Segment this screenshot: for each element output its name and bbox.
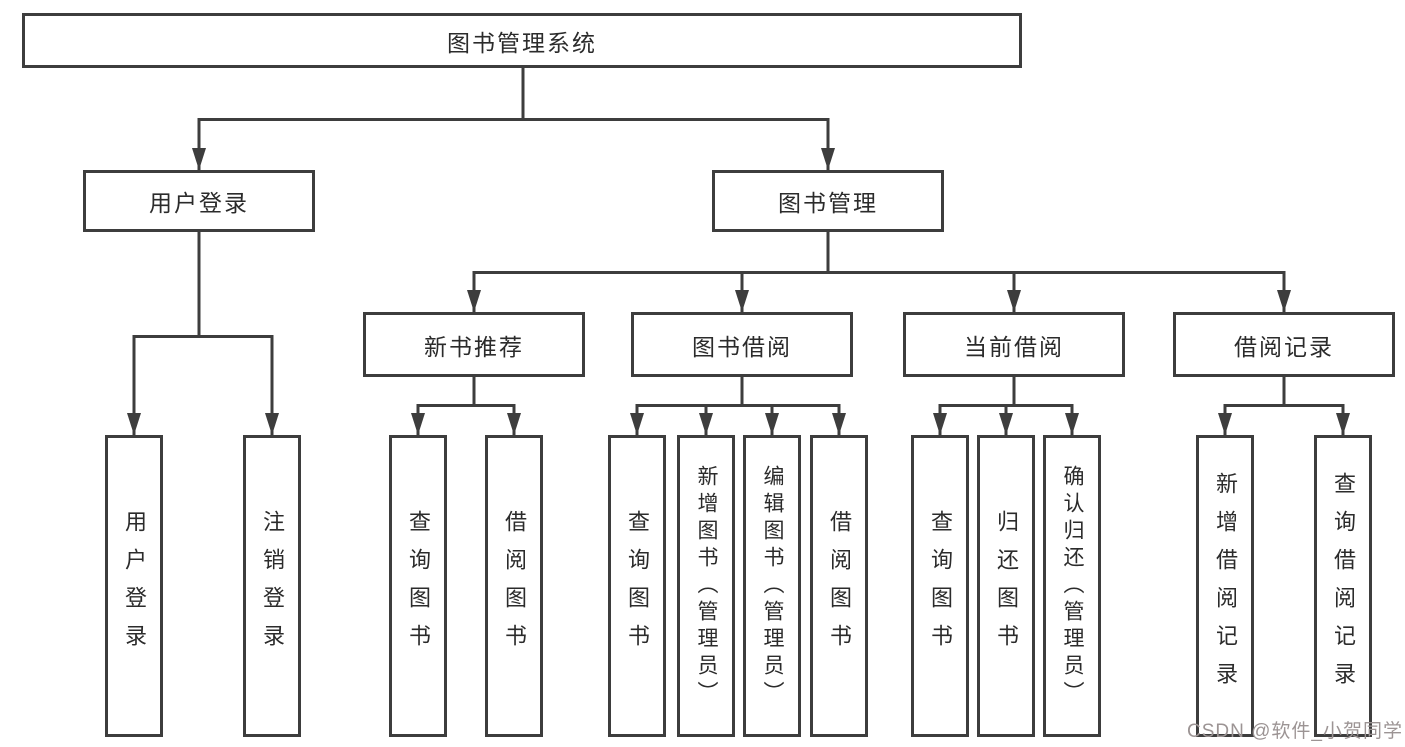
node-book-borrow: 图书借阅 <box>631 312 853 377</box>
node-leaf-user-login: 用户登录 <box>105 435 163 737</box>
node-leaf-return-books-label: 归还图书 <box>994 510 1019 662</box>
node-leaf-newbooks-borrow-books: 借阅图书 <box>485 435 543 737</box>
node-book-management: 图书管理 <box>712 170 944 232</box>
connector-book-borrow-trunk <box>637 377 839 407</box>
node-user-login: 用户登录 <box>83 170 315 232</box>
node-leaf-borrow-query-books: 查询图书 <box>608 435 666 737</box>
node-leaf-query-borrow-record: 查询借阅记录 <box>1314 435 1372 737</box>
connector-root-trunk <box>199 68 828 121</box>
node-borrow-records-label: 借阅记录 <box>1234 333 1334 360</box>
node-leaf-edit-books-admin-label: 编辑图书（管理员） <box>761 464 784 708</box>
node-leaf-edit-books-admin: 编辑图书（管理员） <box>743 435 801 737</box>
node-current-borrow-label: 当前借阅 <box>964 333 1064 360</box>
node-leaf-borrow-borrow-books: 借阅图书 <box>810 435 868 737</box>
node-leaf-newbooks-query-books-label: 查询图书 <box>406 510 431 662</box>
node-leaf-return-books: 归还图书 <box>977 435 1035 737</box>
node-leaf-user-login-label: 用户登录 <box>122 510 147 662</box>
node-leaf-logout: 注销登录 <box>243 435 301 737</box>
node-leaf-borrow-query-books-label: 查询图书 <box>625 510 650 662</box>
node-root: 图书管理系统 <box>22 13 1022 68</box>
connector-user-login-trunk <box>134 232 272 338</box>
node-leaf-current-query-books: 查询图书 <box>911 435 969 737</box>
node-leaf-logout-label: 注销登录 <box>260 510 285 662</box>
node-new-book-recommend: 新书推荐 <box>363 312 585 377</box>
node-borrow-records: 借阅记录 <box>1173 312 1395 377</box>
node-new-book-recommend-label: 新书推荐 <box>424 333 524 360</box>
node-leaf-add-borrow-record: 新增借阅记录 <box>1196 435 1254 737</box>
node-leaf-add-books-admin: 新增图书（管理员） <box>677 435 735 737</box>
node-leaf-newbooks-query-books: 查询图书 <box>389 435 447 737</box>
node-root-label: 图书管理系统 <box>447 29 597 56</box>
connector-current-borrow-trunk <box>940 377 1072 407</box>
node-leaf-newbooks-borrow-books-label: 借阅图书 <box>502 510 527 662</box>
node-leaf-confirm-return-admin-label: 确认归还（管理员） <box>1061 464 1084 708</box>
node-leaf-confirm-return-admin: 确认归还（管理员） <box>1043 435 1101 737</box>
node-leaf-query-borrow-record-label: 查询借阅记录 <box>1331 472 1356 700</box>
node-book-management-label: 图书管理 <box>778 190 878 216</box>
node-leaf-current-query-books-label: 查询图书 <box>928 510 953 662</box>
node-user-login-label: 用户登录 <box>149 190 249 216</box>
node-leaf-add-books-admin-label: 新增图书（管理员） <box>695 464 718 708</box>
connector-book-mgmt-trunk <box>474 232 1284 274</box>
connector-new-books-trunk <box>418 377 514 407</box>
watermark-text: CSDN @软件_小贺同学 <box>1187 721 1403 742</box>
node-book-borrow-label: 图书借阅 <box>692 333 792 360</box>
connector-borrow-records-trunk <box>1225 377 1343 407</box>
node-leaf-borrow-borrow-books-label: 借阅图书 <box>827 510 852 662</box>
node-current-borrow: 当前借阅 <box>903 312 1125 377</box>
node-leaf-add-borrow-record-label: 新增借阅记录 <box>1213 472 1238 700</box>
